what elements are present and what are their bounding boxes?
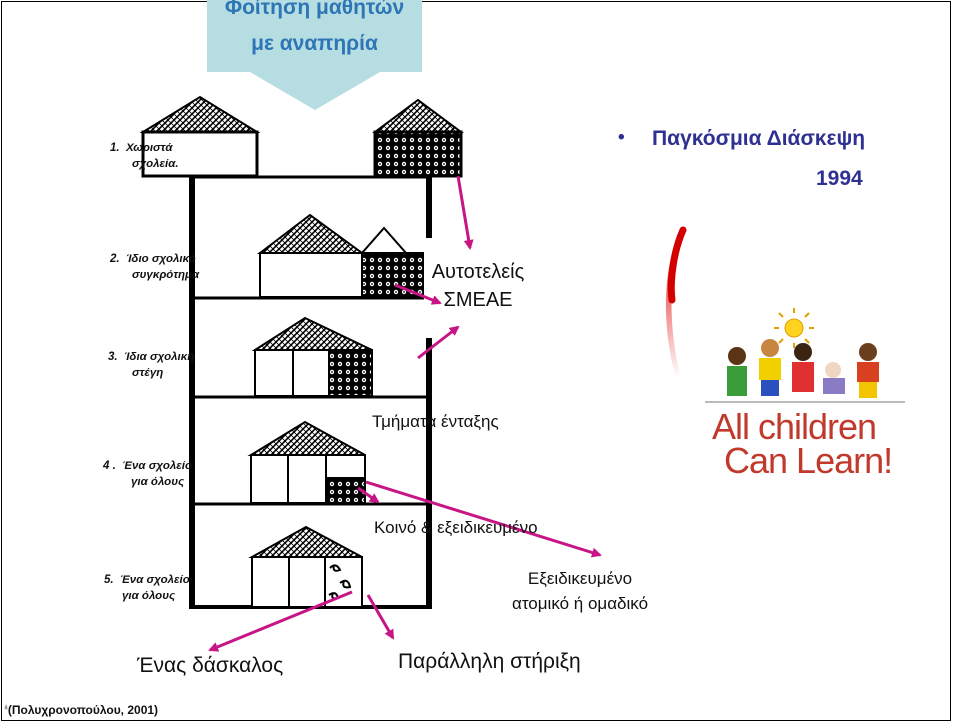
level2-house [257, 213, 425, 298]
annotation-koino: Κοινό & εξειδικευμένο [374, 518, 538, 537]
level3-label: 3. Ίδια σχολική στέγη [108, 351, 195, 379]
citation-bullet-icon: ❛ [4, 703, 8, 717]
arrow-level2 [394, 283, 442, 305]
level5-house [248, 525, 363, 608]
arrow-parallel [366, 594, 395, 640]
annotation-daskalos: Ένας δάσκαλος [137, 654, 284, 677]
arrow-level4b [365, 480, 602, 558]
arrow-level4a [357, 486, 380, 504]
logo-text: All children Can Learn! [712, 406, 893, 481]
level2-label: 2. Ίδιο σχολικό συγκρότημα [110, 253, 200, 281]
level1-schools [139, 95, 465, 179]
annotation-parallili: Παράλληλη στήριξη [398, 650, 581, 673]
arrow-level3 [417, 325, 460, 360]
conference-line2: 1994 [816, 167, 863, 190]
annotation-exeidikevmeno: Εξειδικευμένο ατομικό ή ομαδικό [512, 569, 649, 613]
banner-line2: με αναπηρία [251, 32, 378, 55]
banner-line1: Φοίτηση μαθητών [224, 0, 405, 19]
conference-bullet: • [618, 127, 625, 148]
all-children-logo [695, 302, 920, 502]
level4-label: 4 . Ένα σχολείο για όλους [103, 460, 192, 488]
conference-line1: Παγκόσμια Διάσκεψη [652, 127, 866, 150]
arrow-teacher [208, 590, 353, 652]
level5-label: 5. Ένα σχολείο για όλους [104, 574, 190, 602]
level1-label: 1. Χωριστά σχολεία. [110, 142, 179, 170]
banner-box [207, 0, 422, 72]
pointer-arrows [208, 175, 602, 652]
level3-house [251, 316, 373, 397]
annotation-backdrop [424, 238, 536, 338]
citation: ❛(Πολυχρονοπούλου, 2001) [4, 703, 159, 717]
level4-house [247, 420, 366, 504]
annotation-autoteleis: Αυτοτελείς ΣΜΕΑΕ [431, 261, 525, 311]
annotation-tmimata: Τμήματα ένταξης [372, 412, 499, 431]
banner-arrow [250, 72, 380, 110]
swoosh-arrow [665, 226, 687, 378]
arrow-level1 [456, 175, 474, 250]
